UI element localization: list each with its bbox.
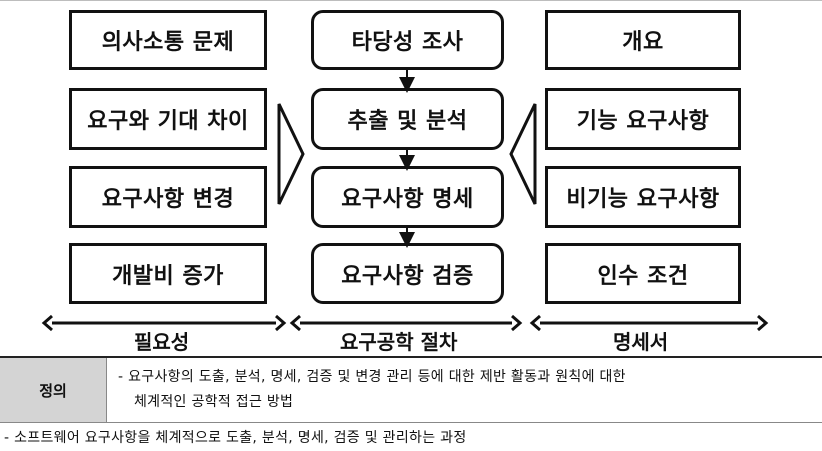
definition-table: 정의 - 요구사항의 도출, 분석, 명세, 검증 및 변경 관리 등에 대한 … [0,356,822,423]
procedure-step: 타당성 조사 [311,10,504,70]
necessity-label: 필요성 [128,326,196,355]
specification-item: 기능 요구사항 [545,88,741,150]
specification-item: 개요 [545,10,741,70]
specification-item: 인수 조건 [545,243,741,304]
chevron-left-icon [509,103,537,205]
specification-item: 비기능 요구사항 [545,166,741,228]
necessity-item: 개발비 증가 [69,243,267,304]
definition-text: - 요구사항의 도출, 분석, 명세, 검증 및 변경 관리 등에 대한 제반 … [118,365,808,415]
procedure-label: 요구공학 절차 [334,326,464,355]
chevron-right-icon [277,103,305,205]
procedure-step: 요구사항 검증 [311,243,504,304]
necessity-item: 요구사항 변경 [69,166,267,228]
top-divider [0,0,822,1]
necessity-item: 의사소통 문제 [69,10,267,70]
necessity-item: 요구와 기대 차이 [69,88,267,150]
footnote: - 소프트웨어 요구사항을 체계적으로 도출, 분석, 명세, 검증 및 관리하… [4,430,467,446]
procedure-step: 추출 및 분석 [311,88,504,150]
definition-header: 정의 [0,358,107,422]
specification-label: 명세서 [607,326,675,355]
definition-line-1: - 요구사항의 도출, 분석, 명세, 검증 및 변경 관리 등에 대한 제반 … [118,369,626,385]
definition-line-2: 체계적인 공학적 접근 방법 [134,394,294,410]
